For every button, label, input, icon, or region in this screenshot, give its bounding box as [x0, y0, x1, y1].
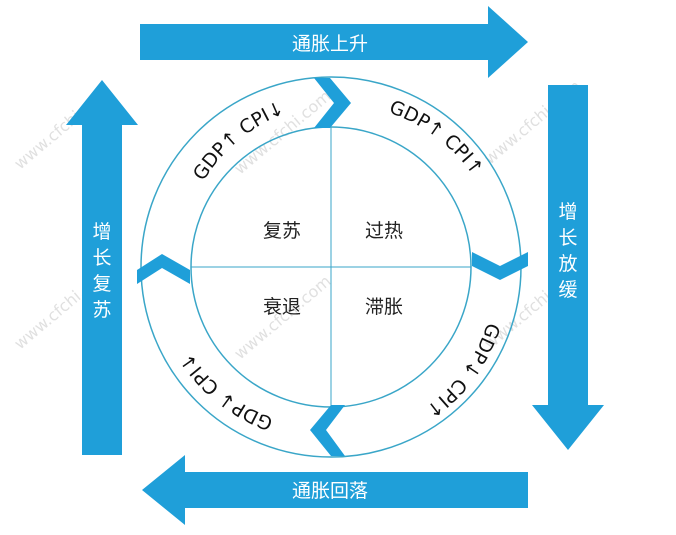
label-growth-recovering: 增 长 复 苏 — [92, 221, 111, 321]
arc-label-stagflation: GDP↓ CPI↑ — [421, 320, 503, 422]
quadrant-overheat: 过热 — [365, 220, 403, 242]
char: 苏 — [92, 299, 111, 321]
char: 长 — [558, 227, 577, 249]
chevron-bottom-icon — [310, 405, 345, 456]
quadrant-recession: 衰退 — [263, 296, 301, 318]
chevron-right-icon — [472, 252, 528, 280]
arrow-up-left — [66, 80, 138, 455]
arrow-left-bottom — [142, 455, 528, 525]
char: 放 — [558, 253, 577, 275]
char: 增 — [558, 201, 577, 223]
arc-label-recession: GDP↓ CPI↓ — [176, 349, 276, 434]
char: 复 — [92, 273, 111, 295]
arrow-down-right — [532, 85, 604, 450]
chevron-left-icon — [137, 254, 190, 284]
label-inflation-falling: 通胀回落 — [292, 480, 368, 502]
label-growth-slowing: 增 长 放 缓 — [558, 201, 577, 301]
chevron-top-icon — [314, 78, 351, 128]
label-inflation-rising: 通胀上升 — [292, 33, 368, 55]
char: 增 — [92, 221, 111, 243]
char: 缓 — [558, 279, 577, 301]
arrow-right-top — [140, 6, 528, 78]
char: 长 — [92, 247, 111, 269]
quadrant-recovery: 复苏 — [263, 220, 301, 242]
quadrant-stagflation: 滞胀 — [365, 296, 403, 318]
